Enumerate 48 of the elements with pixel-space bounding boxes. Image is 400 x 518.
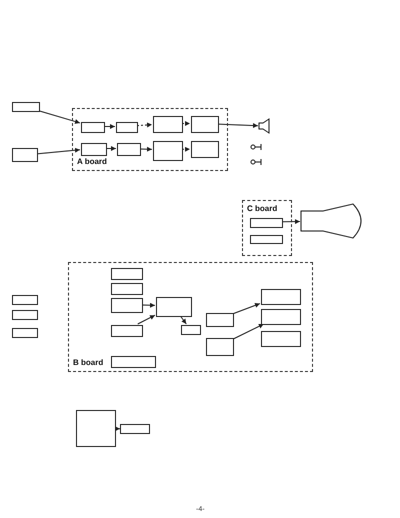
board-frame <box>242 200 292 256</box>
signal-arrow <box>282 219 300 224</box>
signal-arrow <box>140 146 152 152</box>
block-box <box>12 102 40 112</box>
board-label: A board <box>77 158 107 166</box>
block-box <box>111 283 143 295</box>
block-box <box>111 268 143 280</box>
block-box <box>12 295 38 305</box>
board-frame <box>72 108 228 171</box>
block-box <box>153 141 183 161</box>
block-box <box>81 122 105 133</box>
signal-arrow <box>137 314 156 324</box>
block-box <box>206 313 234 327</box>
block-box <box>181 325 201 335</box>
block-box <box>111 325 143 337</box>
block-box <box>261 309 301 325</box>
signal-arrow <box>232 302 260 314</box>
block-box <box>111 356 156 368</box>
block-box <box>191 141 219 158</box>
block-box <box>156 297 192 317</box>
block-box <box>117 143 141 156</box>
block-box <box>206 338 234 356</box>
block-box <box>12 148 38 162</box>
block-box <box>12 328 38 338</box>
block-box <box>111 298 143 313</box>
block-box <box>81 143 107 156</box>
block-box <box>116 122 138 133</box>
block-box <box>191 116 219 133</box>
block-box <box>120 424 150 434</box>
signal-arrow <box>114 426 120 432</box>
signal-arrow <box>104 124 116 129</box>
block-box <box>250 218 283 228</box>
signal-arrow <box>218 123 258 128</box>
board-frame <box>68 262 313 372</box>
board-label: C board <box>247 205 278 213</box>
block-box <box>261 289 301 305</box>
signal-arrow <box>180 316 187 324</box>
signal-arrow <box>142 302 156 308</box>
block-box <box>76 410 116 447</box>
block-box <box>250 235 283 244</box>
block-box <box>261 331 301 347</box>
board-label: B board <box>73 359 104 367</box>
signal-arrow <box>40 110 80 124</box>
signal-arrow <box>232 324 264 340</box>
signal-arrow <box>38 148 80 154</box>
block-box <box>153 116 183 133</box>
signal-arrow <box>106 146 116 151</box>
block-box <box>12 310 38 320</box>
